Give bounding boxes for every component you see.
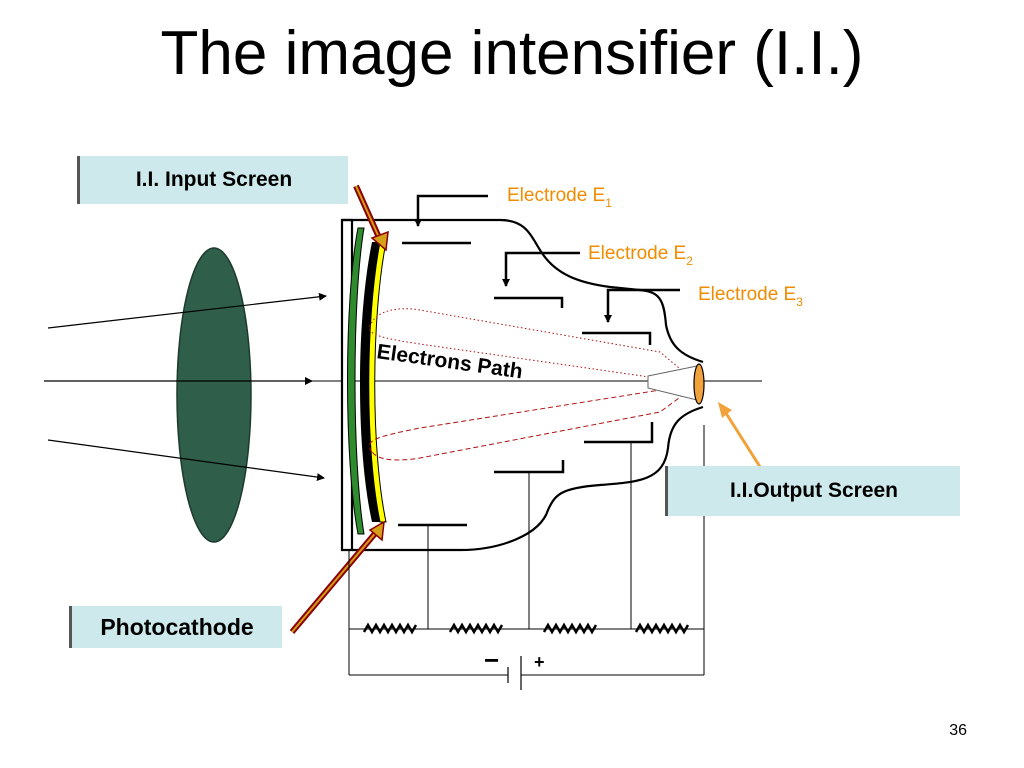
- electrode-e3-bottom: [584, 422, 654, 444]
- input-screen-label-box: I.I. Input Screen: [80, 156, 348, 204]
- electrode-e2-leader: [502, 251, 580, 287]
- electron-path-upper: [368, 308, 700, 385]
- battery-minus-label: −: [484, 645, 499, 675]
- output-cone: [647, 365, 698, 401]
- light-ray-top: [47, 292, 327, 329]
- resistor-3: [542, 622, 598, 635]
- photocathode-layer-dark: [360, 242, 380, 522]
- light-ray-bottom: [47, 439, 325, 482]
- electrode-e2-bottom: [494, 460, 565, 474]
- electrode-e3-label: Electrode E3: [698, 284, 803, 309]
- input-screen-label: I.I. Input Screen: [135, 168, 293, 191]
- lens: [176, 247, 252, 543]
- electrode-e2-top: [494, 296, 564, 308]
- input-screen-arrowhead: [370, 230, 389, 252]
- resistor-2: [448, 622, 504, 635]
- electrode-e3-top: [582, 331, 652, 345]
- output-screen: [693, 363, 705, 405]
- input-screen-arrow-inner: [355, 185, 382, 243]
- battery-plus-label: +: [534, 652, 545, 672]
- resistor-4: [634, 622, 690, 635]
- electrode-e2-label: Electrode E2: [588, 243, 693, 268]
- photocathode-arrow-inner: [291, 529, 379, 633]
- tube-envelope: [352, 218, 704, 552]
- electrons-path-label: Electrons Path: [375, 340, 524, 383]
- photocathode-label: Photocathode: [100, 614, 254, 640]
- page-number: 36: [949, 722, 967, 739]
- output-screen-arrowhead: [718, 402, 732, 418]
- photocathode-layer: [368, 241, 387, 523]
- slide-title: The image intensifier (I.I.): [160, 19, 864, 88]
- output-screen-label: I.I.Output Screen: [729, 479, 899, 502]
- input-phosphor: [347, 227, 365, 535]
- photocathode-label-box: Photocathode: [72, 606, 282, 648]
- electrode-e1-leader: [414, 194, 488, 227]
- photocathode-arrowhead: [368, 520, 385, 542]
- output-screen-arrow: [722, 409, 764, 471]
- electrode-e3-leader: [604, 288, 680, 323]
- resistor-1: [362, 622, 418, 635]
- electron-path-lower: [368, 383, 699, 461]
- electrode-e1-label: Electrode E1: [507, 185, 612, 210]
- output-screen-label-box: I.I.Output Screen: [668, 466, 960, 516]
